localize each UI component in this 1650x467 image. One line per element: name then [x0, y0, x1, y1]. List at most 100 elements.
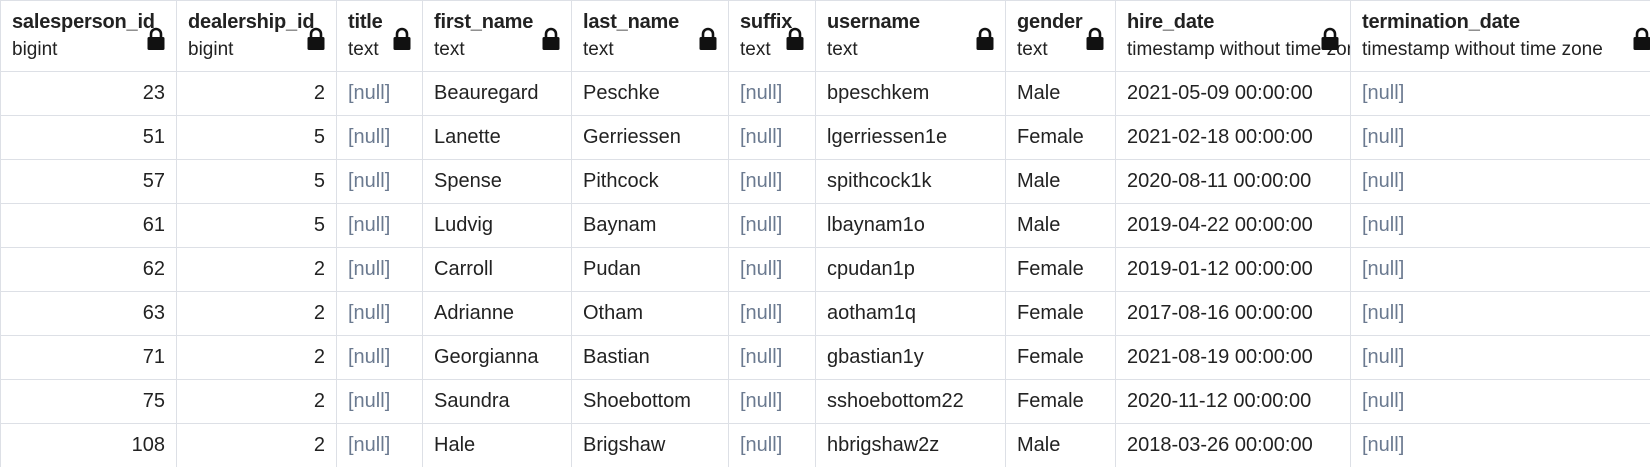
- cell-username[interactable]: lbaynam1o: [815, 203, 1006, 248]
- cell-username[interactable]: gbastian1y: [815, 335, 1006, 380]
- cell-last-name[interactable]: Baynam: [571, 203, 729, 248]
- cell-last-name[interactable]: Otham: [571, 291, 729, 336]
- cell-termination-date[interactable]: [null]: [1350, 291, 1650, 336]
- cell-hire-date[interactable]: 2018-03-26 00:00:00: [1115, 423, 1351, 467]
- cell-last-name[interactable]: Gerriessen: [571, 115, 729, 160]
- cell-dealership-id[interactable]: 2: [176, 379, 337, 424]
- cell-salesperson-id[interactable]: 51: [0, 115, 177, 160]
- cell-termination-date[interactable]: [null]: [1350, 423, 1650, 467]
- cell-title[interactable]: [null]: [336, 159, 423, 204]
- cell-suffix[interactable]: [null]: [728, 115, 816, 160]
- cell-gender[interactable]: Male: [1005, 203, 1116, 248]
- cell-salesperson-id[interactable]: 108: [0, 423, 177, 467]
- cell-termination-date[interactable]: [null]: [1350, 71, 1650, 116]
- cell-first-name[interactable]: Georgianna: [422, 335, 572, 380]
- cell-hire-date[interactable]: 2021-02-18 00:00:00: [1115, 115, 1351, 160]
- cell-salesperson-id[interactable]: 63: [0, 291, 177, 336]
- cell-gender[interactable]: Male: [1005, 159, 1116, 204]
- cell-dealership-id[interactable]: 2: [176, 423, 337, 467]
- cell-gender[interactable]: Male: [1005, 423, 1116, 467]
- cell-username[interactable]: spithcock1k: [815, 159, 1006, 204]
- cell-last-name[interactable]: Shoebottom: [571, 379, 729, 424]
- cell-suffix[interactable]: [null]: [728, 379, 816, 424]
- cell-title[interactable]: [null]: [336, 247, 423, 292]
- cell-first-name[interactable]: Saundra: [422, 379, 572, 424]
- cell-dealership-id[interactable]: 5: [176, 159, 337, 204]
- cell-first-name[interactable]: Carroll: [422, 247, 572, 292]
- cell-salesperson-id[interactable]: 75: [0, 379, 177, 424]
- cell-hire-date[interactable]: 2019-04-22 00:00:00: [1115, 203, 1351, 248]
- cell-username[interactable]: sshoebottom22: [815, 379, 1006, 424]
- cell-first-name[interactable]: Beauregard: [422, 71, 572, 116]
- cell-salesperson-id[interactable]: 61: [0, 203, 177, 248]
- cell-title[interactable]: [null]: [336, 203, 423, 248]
- cell-hire-date[interactable]: 2017-08-16 00:00:00: [1115, 291, 1351, 336]
- cell-dealership-id[interactable]: 5: [176, 203, 337, 248]
- cell-dealership-id[interactable]: 2: [176, 291, 337, 336]
- cell-hire-date[interactable]: 2020-11-12 00:00:00: [1115, 379, 1351, 424]
- cell-title[interactable]: [null]: [336, 423, 423, 467]
- cell-gender[interactable]: Female: [1005, 379, 1116, 424]
- cell-gender[interactable]: Female: [1005, 335, 1116, 380]
- cell-title[interactable]: [null]: [336, 291, 423, 336]
- cell-termination-date[interactable]: [null]: [1350, 379, 1650, 424]
- cell-username[interactable]: lgerriessen1e: [815, 115, 1006, 160]
- cell-salesperson-id[interactable]: 57: [0, 159, 177, 204]
- cell-suffix[interactable]: [null]: [728, 159, 816, 204]
- cell-title[interactable]: [null]: [336, 71, 423, 116]
- cell-first-name[interactable]: Ludvig: [422, 203, 572, 248]
- cell-dealership-id[interactable]: 2: [176, 247, 337, 292]
- cell-termination-date[interactable]: [null]: [1350, 115, 1650, 160]
- cell-suffix[interactable]: [null]: [728, 423, 816, 467]
- cell-hire-date[interactable]: 2021-05-09 00:00:00: [1115, 71, 1351, 116]
- cell-title[interactable]: [null]: [336, 335, 423, 380]
- cell-hire-date[interactable]: 2019-01-12 00:00:00: [1115, 247, 1351, 292]
- cell-salesperson-id[interactable]: 71: [0, 335, 177, 380]
- cell-dealership-id[interactable]: 2: [176, 335, 337, 380]
- cell-suffix[interactable]: [null]: [728, 71, 816, 116]
- cell-salesperson-id[interactable]: 23: [0, 71, 177, 116]
- cell-last-name[interactable]: Pithcock: [571, 159, 729, 204]
- cell-first-name[interactable]: Lanette: [422, 115, 572, 160]
- cell-last-name[interactable]: Bastian: [571, 335, 729, 380]
- cell-last-name[interactable]: Pudan: [571, 247, 729, 292]
- cell-last-name[interactable]: Brigshaw: [571, 423, 729, 467]
- cell-first-name[interactable]: Adrianne: [422, 291, 572, 336]
- cell-suffix[interactable]: [null]: [728, 247, 816, 292]
- cell-dealership-id[interactable]: 2: [176, 71, 337, 116]
- cell-gender[interactable]: Female: [1005, 291, 1116, 336]
- cell-title[interactable]: [null]: [336, 379, 423, 424]
- cell-hire-date[interactable]: 2021-08-19 00:00:00: [1115, 335, 1351, 380]
- cell-termination-date[interactable]: [null]: [1350, 247, 1650, 292]
- cell-termination-date[interactable]: [null]: [1350, 203, 1650, 248]
- cell-suffix[interactable]: [null]: [728, 291, 816, 336]
- cell-dealership-id[interactable]: 5: [176, 115, 337, 160]
- cell-suffix[interactable]: [null]: [728, 203, 816, 248]
- cell-hire-date[interactable]: 2020-08-11 00:00:00: [1115, 159, 1351, 204]
- cell-gender[interactable]: Female: [1005, 247, 1116, 292]
- cell-termination-date[interactable]: [null]: [1350, 159, 1650, 204]
- cell-gender[interactable]: Female: [1005, 115, 1116, 160]
- cell-salesperson-id[interactable]: 62: [0, 247, 177, 292]
- cell-username[interactable]: aotham1q: [815, 291, 1006, 336]
- cell-first-name[interactable]: Spense: [422, 159, 572, 204]
